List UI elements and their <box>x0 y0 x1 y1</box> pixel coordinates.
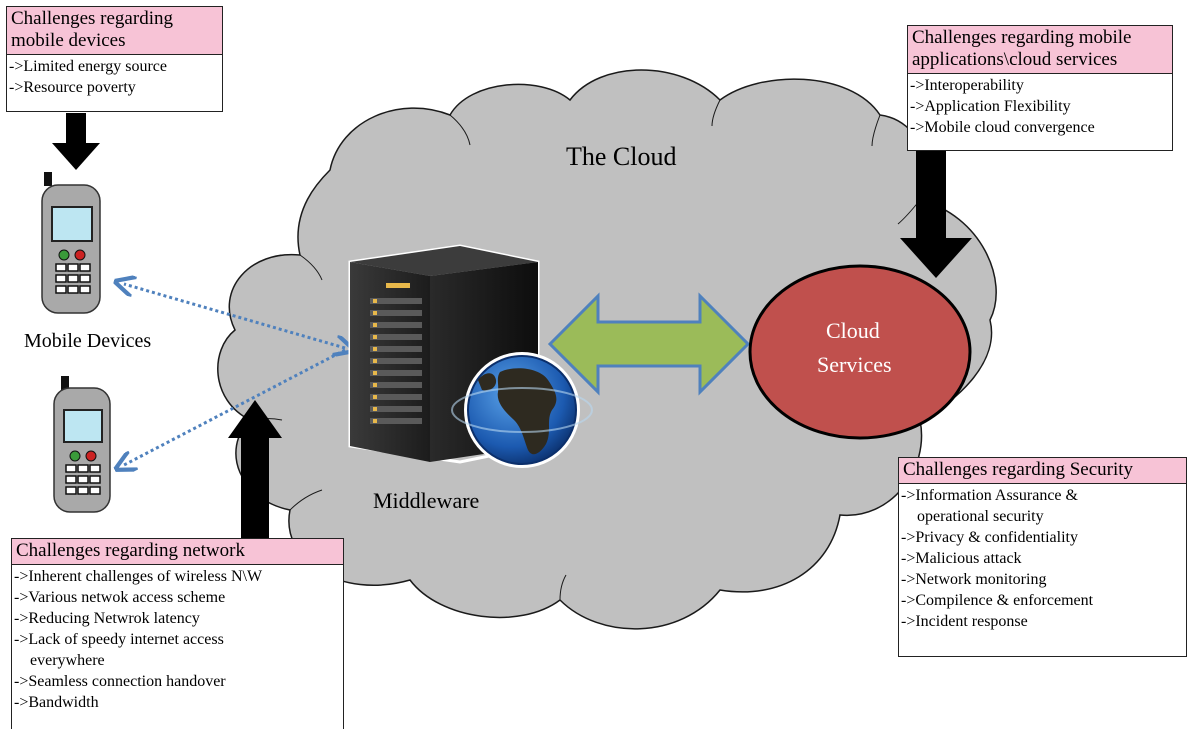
list-item: ->Resource poverty <box>9 79 136 96</box>
list-item: ->Reducing Netwrok latency <box>14 610 200 627</box>
list-item: ->Malicious attack <box>901 550 1022 567</box>
list-item: ->Mobile cloud convergence <box>910 119 1095 136</box>
box-header: Challenges regarding Security <box>899 458 1186 484</box>
list-item: ->Network monitoring <box>901 571 1047 588</box>
list-item: ->Bandwidth <box>14 694 99 711</box>
middleware-label: Middleware <box>373 488 480 513</box>
arrow-down-to-cloud-services <box>900 150 972 278</box>
box-title-line: applications\cloud services <box>912 49 1118 70</box>
list-item: ->Lack of speedy internet access <box>14 631 224 648</box>
box-title-line: Challenges regarding network <box>16 540 245 561</box>
cloud-services-node <box>748 264 972 440</box>
box-title-line: Challenges regarding <box>11 8 173 29</box>
list-item: ->Incident response <box>901 613 1028 630</box>
box-header: Challenges regarding network <box>12 539 343 565</box>
arrow-down-to-mobile <box>52 113 100 170</box>
cloud-services-label-line1: Cloud <box>826 318 880 343</box>
mobile-phone-top <box>41 172 101 314</box>
server-tower-icon <box>348 244 540 464</box>
box-header: Challenges regarding mobile devices <box>7 7 222 55</box>
list-item: ->Inherent challenges of wireless N\W <box>14 568 263 585</box>
cloud-services-label-line2: Services <box>817 352 892 377</box>
mobile-phone-bottom <box>53 376 111 513</box>
list-item: everywhere <box>30 652 105 669</box>
list-item: ->Application Flexibility <box>910 98 1071 115</box>
list-item: operational security <box>917 508 1044 525</box>
bidirectional-arrow <box>547 292 751 396</box>
mobile-devices-label: Mobile Devices <box>24 330 152 352</box>
list-item: ->Information Assurance & <box>901 487 1078 504</box>
mobile-apps-challenges-box: Challenges regarding mobile applications… <box>907 25 1173 151</box>
box-title-line: mobile devices <box>11 30 126 51</box>
network-challenges-box: Challenges regarding network ->Inherent … <box>11 538 344 729</box>
box-title-line: Challenges regarding mobile <box>912 27 1132 48</box>
list-item: ->Seamless connection handover <box>14 673 226 690</box>
mobile-devices-challenges-box: Challenges regarding mobile devices ->Li… <box>6 6 223 112</box>
list-item: ->Limited energy source <box>9 58 168 75</box>
list-item: ->Interoperability <box>910 77 1024 94</box>
cloud-label: The Cloud <box>566 142 677 171</box>
globe-icon <box>451 352 593 468</box>
list-item: ->Privacy & confidentiality <box>901 529 1078 546</box>
list-item: ->Compilence & enforcement <box>901 592 1094 609</box>
box-header: Challenges regarding mobile applications… <box>908 26 1172 74</box>
arrow-up-from-network <box>228 400 282 538</box>
box-title-line: Challenges regarding Security <box>903 459 1134 480</box>
dotted-arrow-top-phone <box>124 284 345 348</box>
list-item: ->Various netwok access scheme <box>14 589 226 606</box>
security-challenges-box: Challenges regarding Security ->Informat… <box>898 457 1187 657</box>
